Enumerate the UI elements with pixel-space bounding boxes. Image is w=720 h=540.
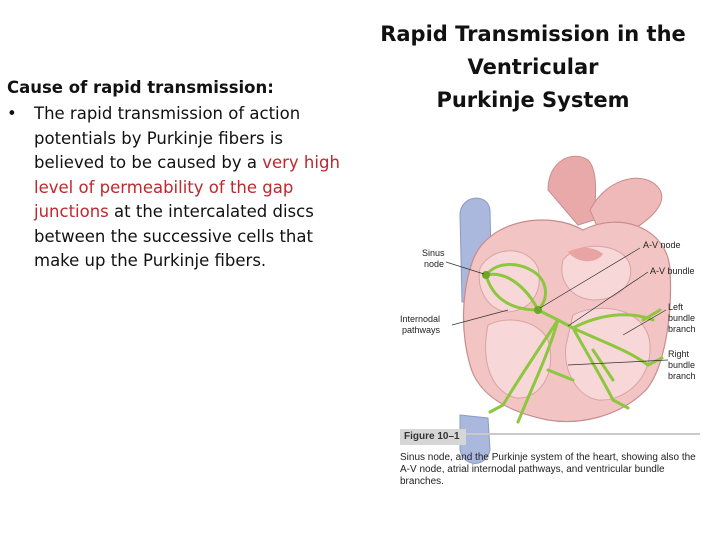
- text-column: Cause of rapid transmission: • The rapid…: [7, 76, 357, 274]
- figure-caption-header: Figure 10–1: [400, 429, 700, 447]
- sinus-node-marker: [482, 271, 490, 279]
- label-av-bundle: A-V bundle: [650, 266, 695, 276]
- inferior-vena-cava: [459, 414, 491, 464]
- label-av-node: A-V node: [643, 240, 681, 250]
- bullet-text-1: The rapid transmission of action potenti…: [34, 104, 301, 172]
- section-heading: Cause of rapid transmission:: [7, 78, 274, 97]
- slide-title: Rapid Transmission in the Ventricular Pu…: [372, 18, 694, 117]
- leader-lines: [445, 247, 669, 366]
- bullet-highlight: very high level of permeability of the g…: [34, 153, 340, 221]
- valve-marker: [568, 247, 603, 262]
- bullet-text-2: at the intercalated discs between the su…: [34, 202, 314, 270]
- heart-body: [462, 219, 672, 423]
- caption-divider: [400, 433, 700, 435]
- aorta-shape: [547, 155, 597, 226]
- title-line-2: Ventricular: [467, 55, 599, 79]
- right-ventricle: [485, 319, 552, 399]
- bullet-icon: •: [7, 104, 17, 123]
- bullet-item: • The rapid transmission of action poten…: [7, 102, 357, 274]
- figure-number: Figure 10–1: [400, 429, 466, 445]
- title-line-1: Rapid Transmission in the: [380, 22, 686, 46]
- figure-caption: Sinus node, and the Purkinje system of t…: [400, 452, 696, 487]
- conduction-system: [484, 263, 664, 424]
- title-line-3: Purkinje System: [436, 88, 630, 112]
